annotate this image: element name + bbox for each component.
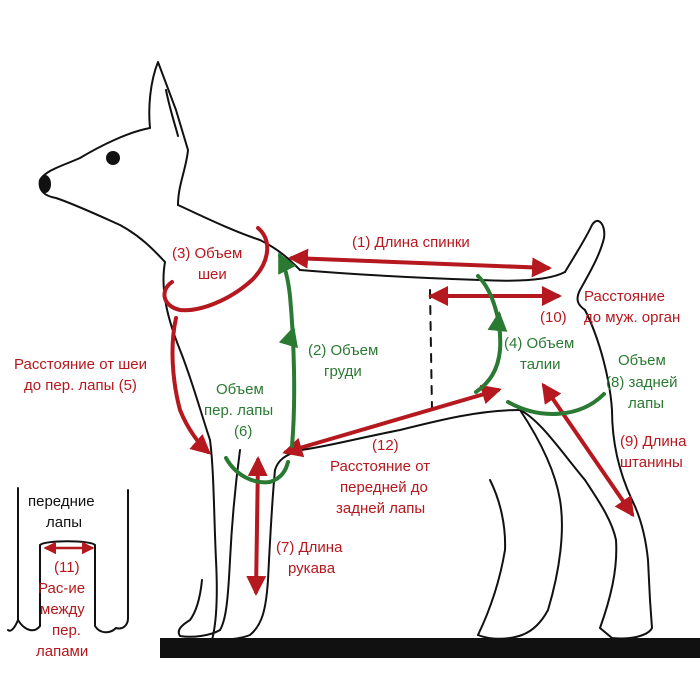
label-trouser-line2: штанины bbox=[620, 454, 683, 471]
label-front-paw-line3: (6) bbox=[234, 423, 253, 440]
label-waist-line2: талии bbox=[520, 356, 561, 373]
label-genital-line2: до муж. орган bbox=[584, 309, 681, 326]
label-inset-title2: лапы bbox=[46, 514, 82, 531]
label-neck-paw-line2: до пер. лапы (5) bbox=[24, 377, 137, 394]
label-genital-line1: Расстояние bbox=[584, 288, 666, 305]
label-genital-num: (10) bbox=[540, 309, 567, 326]
label-neck-line1: (3) Объем bbox=[172, 245, 243, 262]
label-between-line5: лапами bbox=[36, 643, 89, 660]
label-front-paw-line2: пер. лапы bbox=[204, 402, 274, 419]
label-trouser-line1: (9) Длина bbox=[620, 433, 687, 450]
label-front-paw-line1: Объем bbox=[216, 381, 264, 398]
label-hind-line2: (8) задней bbox=[606, 374, 678, 391]
green-measure-lines bbox=[224, 252, 606, 485]
label-between-line1: (11) bbox=[54, 559, 80, 576]
label-front-hind-line2: Расстояние от bbox=[330, 458, 431, 475]
label-front-hind-line3: передней до bbox=[340, 479, 428, 496]
label-between-line2: Рас-ие bbox=[38, 580, 86, 597]
label-between-line4: пер. bbox=[52, 622, 81, 639]
label-front-hind-line4: задней лапы bbox=[336, 500, 426, 517]
label-inset-title1: передние bbox=[28, 493, 95, 510]
label-neck-line2: шеи bbox=[198, 266, 227, 283]
label-back-length: (1) Длина спинки bbox=[352, 234, 470, 251]
label-chest-line2: груди bbox=[324, 363, 362, 380]
ground-bar bbox=[160, 638, 700, 658]
label-between-line3: между bbox=[40, 601, 85, 618]
label-hind-line3: лапы bbox=[628, 395, 664, 412]
label-front-hind-line1: (12) bbox=[372, 437, 399, 454]
label-waist-line1: (4) Объем bbox=[504, 335, 575, 352]
label-chest-line1: (2) Объем bbox=[308, 342, 379, 359]
label-hind-line1: Объем bbox=[618, 352, 666, 369]
front-paws-inset bbox=[7, 487, 129, 634]
label-neck-paw-line1: Расстояние от шеи bbox=[14, 356, 147, 373]
label-sleeve-line1: (7) Длина bbox=[276, 539, 343, 556]
label-sleeve-line2: рукава bbox=[288, 560, 336, 577]
